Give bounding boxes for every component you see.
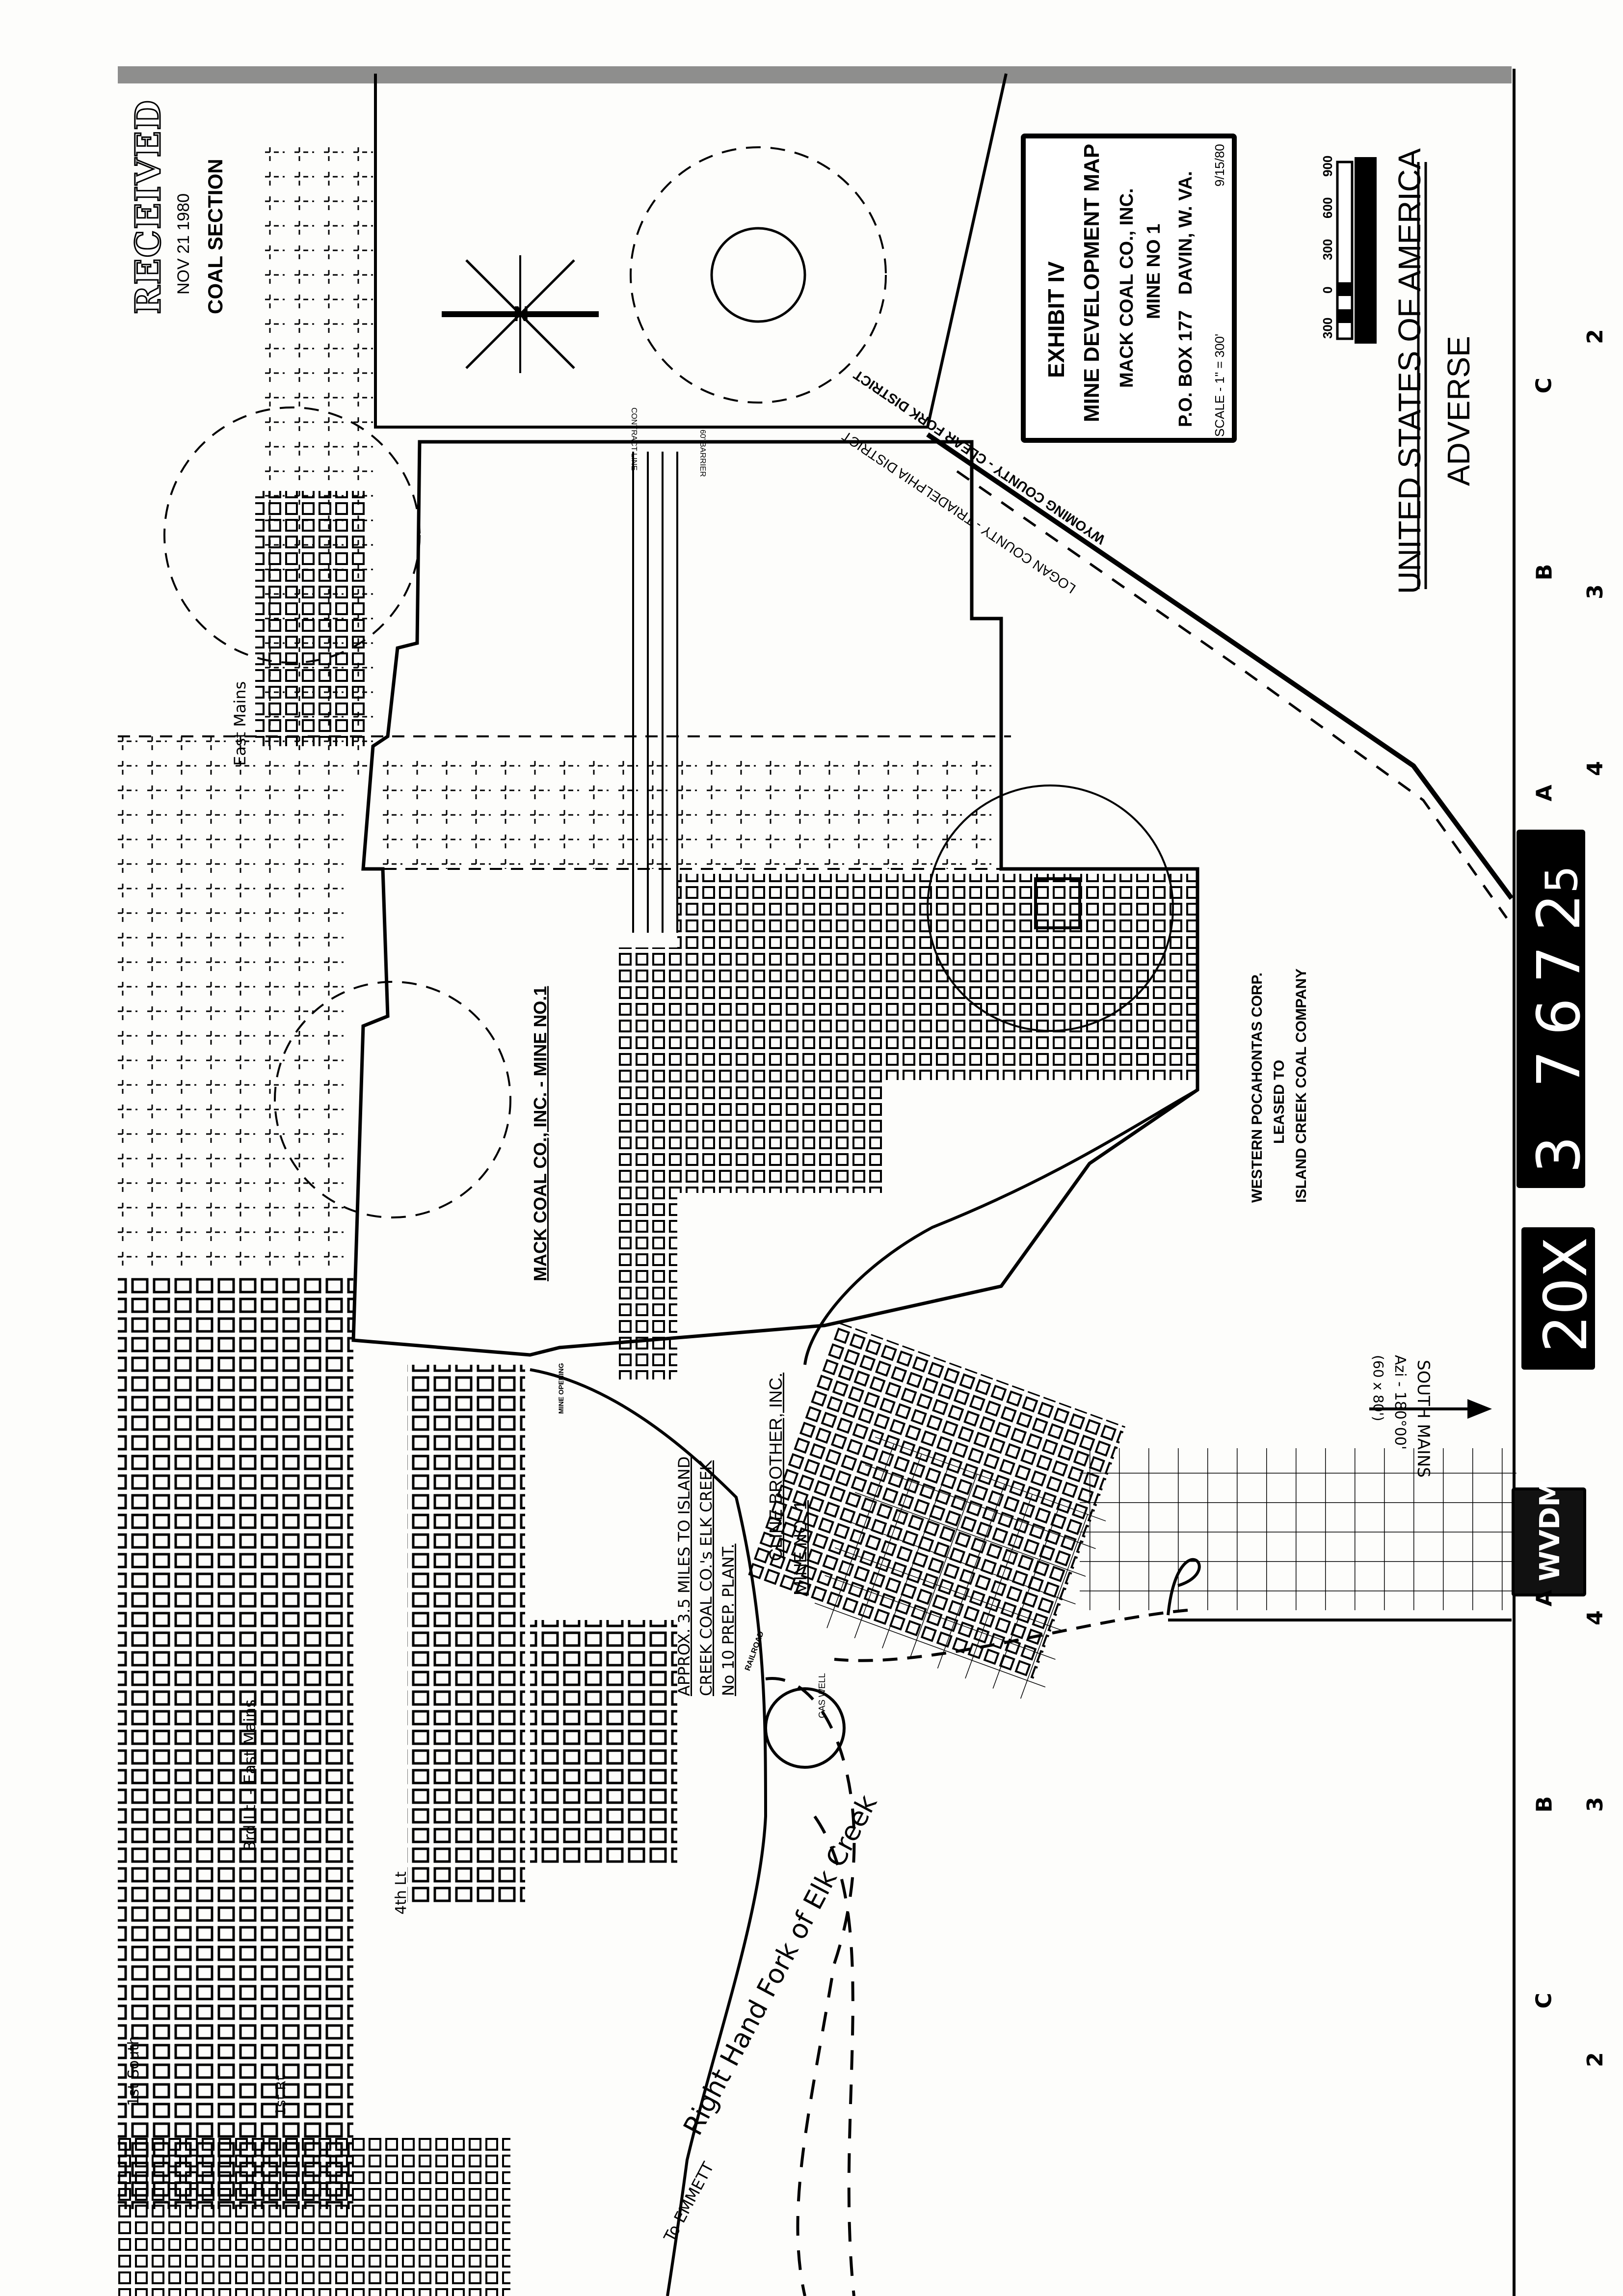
third-left-label: 3rd Lt. - East Mains <box>240 1699 259 1851</box>
company-name: MACK COAL CO., INC. <box>1117 188 1137 388</box>
island-creek-label: ISLAND CREEK COAL COMPANY <box>1293 968 1309 1203</box>
graphic-scale-bar <box>1336 157 1377 344</box>
mack-workings <box>274 751 1197 1379</box>
county-district-line <box>926 432 1514 919</box>
cline-workings <box>747 1322 1517 1705</box>
approx-distance-line1: APPROX. 3.5 MILES TO ISLAND <box>675 1456 693 1696</box>
stamp-section: COAL SECTION <box>204 159 227 314</box>
title-block <box>1021 134 1237 443</box>
edge-mark: B <box>1532 564 1557 581</box>
scale-label: 300 <box>1320 317 1335 339</box>
edge-mark: 4 <box>1582 1610 1608 1625</box>
received-stamp: RECEIVED <box>127 99 169 315</box>
film-number: 3 7672 <box>1525 879 1594 1173</box>
edge-mark: B <box>1532 1796 1557 1813</box>
stamp-date: NOV 21 1980 <box>174 193 193 295</box>
approx-distance-line2: CREEK COAL CO.'s ELK CREEK <box>697 1460 716 1696</box>
edge-mark: A <box>1532 784 1557 802</box>
leased-to-label: LEASED TO <box>1271 1059 1287 1144</box>
map-date: 9/15/80 <box>1212 144 1227 187</box>
edge-mark: 3 <box>1582 584 1608 599</box>
exhibit-number: EXHIBIT IV <box>1043 261 1069 378</box>
edge-mark: A <box>1532 1590 1557 1607</box>
old-workings-left <box>118 147 677 2296</box>
mack-mine-label: MACK COAL CO., INC. - MINE NO.1 <box>530 986 550 1281</box>
first-south-label: 1st South <box>125 2035 142 2106</box>
edge-mark: 2 <box>1582 329 1608 344</box>
scan-edge-shadow <box>118 66 1512 83</box>
south-mains-label: SOUTH MAINS <box>1413 1360 1433 1478</box>
edge-mark: C <box>1531 378 1557 394</box>
reduction-ratio: 20X <box>1532 1237 1600 1352</box>
approx-distance-line3: No 10 PREP. PLANT. <box>719 1543 738 1696</box>
entry-size-label: (60 x 80') <box>1370 1355 1386 1422</box>
azimuth-label: Azi - 180°00' <box>1391 1355 1409 1450</box>
contract-block <box>163 73 1008 664</box>
first-right-label: 1st Rt <box>272 2075 289 2116</box>
compass-rose-icon: N <box>442 255 599 373</box>
barrier-label: 60' BARRIER <box>698 430 707 477</box>
edge-mark: 4 <box>1582 761 1608 776</box>
compass-north-label: N <box>513 302 529 326</box>
ownership-underline <box>1417 162 1427 589</box>
scale-label: 600 <box>1320 197 1335 218</box>
east-mains-label: East Mains <box>231 681 249 766</box>
mack-mine-boundary <box>351 440 1199 1357</box>
cline-mine-label: MINE NO. 1 <box>790 1500 810 1595</box>
agency-code: WVDM <box>1534 1479 1566 1581</box>
ownership-status: ADVERSE <box>1441 336 1476 486</box>
agency-tag: WVDM <box>1512 1480 1586 1596</box>
map-title: MINE DEVELOPMENT MAP <box>1080 143 1104 422</box>
mine-opening-label: MINE OPENING <box>557 1363 565 1414</box>
scale-label: 900 <box>1320 155 1335 177</box>
western-pocahontas-label: WESTERN POCAHONTAS CORP. <box>1249 972 1265 1203</box>
creek <box>530 1088 1201 2296</box>
gas-well-label: GAS WELL <box>817 1673 827 1718</box>
cline-brother-label: CLINE BROTHER, INC. <box>766 1372 786 1561</box>
map-scale: SCALE - 1" = 300' <box>1212 333 1227 437</box>
edge-mark: C <box>1531 1993 1557 2009</box>
film-number-suffix: 5 <box>1536 865 1588 893</box>
ownership-name: UNITED STATES OF AMERICA <box>1392 148 1427 594</box>
edge-mark: 2 <box>1582 2052 1608 2067</box>
reduction-tag: 20X <box>1521 1227 1600 1370</box>
company-address: P.O. BOX 177 DAVIN, W. VA. <box>1175 171 1196 427</box>
edge-mark: 3 <box>1582 1797 1608 1812</box>
scale-label: 300 <box>1320 239 1335 260</box>
fourth-left-label: 4th Lt <box>393 1871 410 1915</box>
contract-line-label: CONTRACT LINE <box>630 407 638 471</box>
scale-label: 0 <box>1320 286 1335 294</box>
mine-number: MINE NO 1 <box>1144 223 1164 319</box>
south-mains-arrow-icon <box>1369 1399 1492 1419</box>
film-number-tag: 3 7672 5 <box>1517 830 1594 1188</box>
